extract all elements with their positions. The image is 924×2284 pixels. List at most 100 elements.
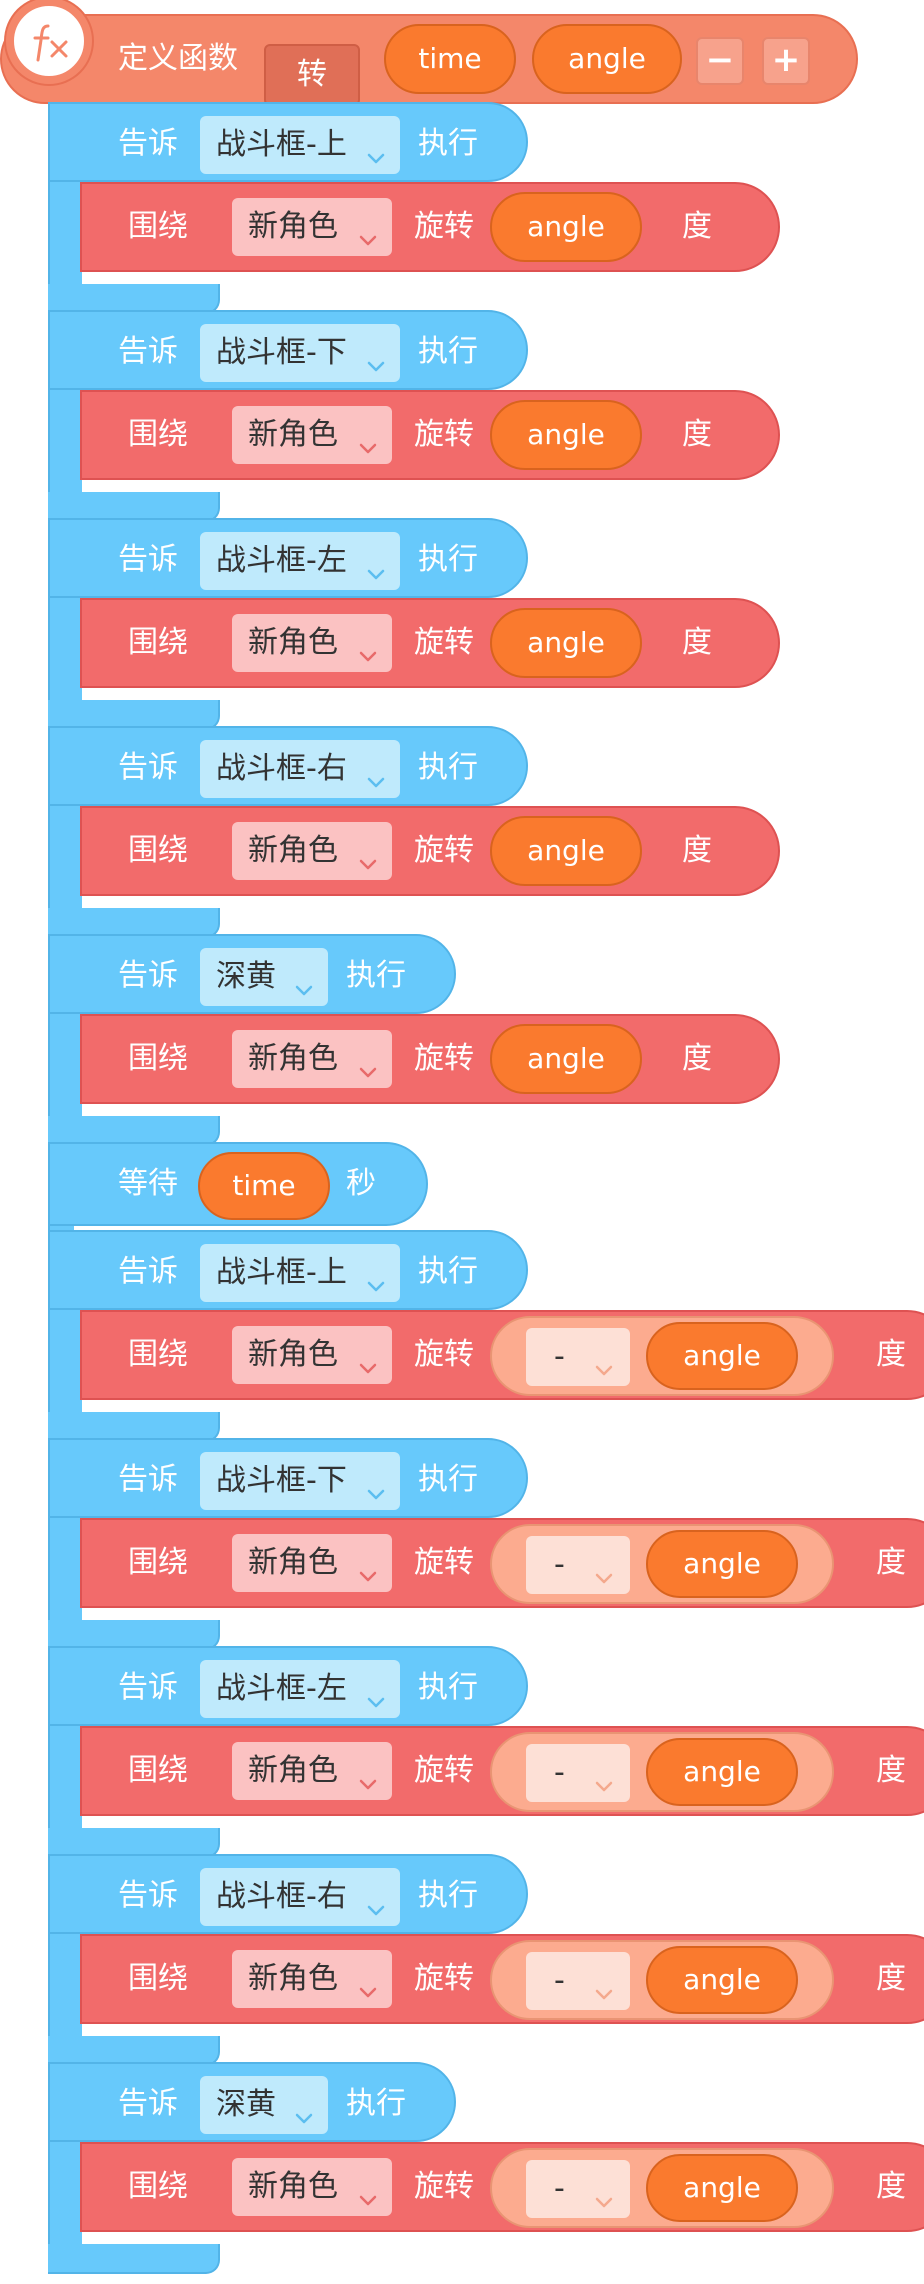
chevron-down-icon bbox=[592, 2176, 616, 2208]
tell-body-spine bbox=[48, 1930, 82, 2040]
tell-body-end bbox=[48, 2244, 220, 2274]
angle-variable[interactable]: angle bbox=[646, 1946, 798, 2014]
operator-dropdown[interactable]: - bbox=[526, 1536, 630, 1594]
around-label: 围绕 bbox=[128, 2169, 188, 2204]
tell-header: 告诉战斗框-下执行 bbox=[48, 1438, 528, 1518]
actor-dropdown[interactable]: 新角色 bbox=[232, 614, 392, 672]
negate-operator-block[interactable]: -angle bbox=[490, 1940, 834, 2020]
tell-target-dropdown[interactable]: 战斗框-右 bbox=[200, 740, 400, 798]
tell-target-dropdown[interactable]: 战斗框-左 bbox=[200, 1660, 400, 1718]
actor-dropdown[interactable]: 新角色 bbox=[232, 1742, 392, 1800]
negate-operator-block[interactable]: -angle bbox=[490, 2148, 834, 2228]
actor-dropdown[interactable]: 新角色 bbox=[232, 198, 392, 256]
angle-variable[interactable]: angle bbox=[646, 1322, 798, 1390]
actor-value: 新角色 bbox=[248, 209, 338, 244]
angle-variable[interactable]: angle bbox=[490, 192, 642, 262]
tell-header: 告诉深黄执行 bbox=[48, 934, 456, 1014]
param-angle[interactable]: angle bbox=[532, 24, 682, 94]
tell-label: 告诉 bbox=[118, 334, 178, 369]
wait-time-var[interactable]: time bbox=[198, 1152, 330, 1220]
tell-header: 告诉战斗框-上执行 bbox=[48, 102, 528, 182]
tell-target-dropdown[interactable]: 战斗框-上 bbox=[200, 116, 400, 174]
tell-body-spine bbox=[48, 1722, 82, 1832]
actor-dropdown[interactable]: 新角色 bbox=[232, 1326, 392, 1384]
actor-dropdown[interactable]: 新角色 bbox=[232, 1534, 392, 1592]
angle-variable[interactable]: angle bbox=[490, 400, 642, 470]
tell-target-dropdown[interactable]: 战斗框-下 bbox=[200, 324, 400, 382]
tell-header: 告诉战斗框-左执行 bbox=[48, 518, 528, 598]
tell-body-spine bbox=[48, 2138, 82, 2248]
angle-variable[interactable]: angle bbox=[490, 608, 642, 678]
negate-operator-block[interactable]: - angle bbox=[490, 1732, 834, 1812]
tell-label: 告诉 bbox=[118, 750, 178, 785]
operator-dropdown[interactable]: - bbox=[526, 1328, 630, 1386]
add-param-button[interactable]: + bbox=[762, 37, 810, 85]
tell-header: 告诉战斗框-下执行 bbox=[48, 310, 528, 390]
actor-dropdown[interactable]: 新角色 bbox=[232, 822, 392, 880]
around-label: 围绕 bbox=[128, 1041, 188, 1076]
param-time[interactable]: time bbox=[384, 24, 516, 94]
chevron-down-icon bbox=[364, 1468, 388, 1500]
negate-operator-block[interactable]: -angle bbox=[490, 1524, 834, 1604]
tell-target-dropdown[interactable]: 战斗框-下 bbox=[200, 1452, 400, 1510]
angle-variable[interactable]: angle bbox=[646, 1738, 798, 1806]
remove-param-button[interactable]: − bbox=[696, 37, 744, 85]
operator-dropdown[interactable]: - bbox=[526, 2160, 630, 2218]
negate-operator-block[interactable]: -angle bbox=[490, 1316, 834, 1396]
chevron-down-icon bbox=[356, 1966, 380, 1998]
exec-label: 执行 bbox=[346, 958, 406, 993]
chevron-down-icon bbox=[592, 1968, 616, 2000]
tell-label: 告诉 bbox=[118, 1670, 178, 1705]
wait-block[interactable]: 等待 time 秒 bbox=[48, 1142, 428, 1226]
tell-target-value: 战斗框-上 bbox=[216, 1255, 347, 1290]
around-label: 围绕 bbox=[128, 1753, 188, 1788]
tell-target-dropdown[interactable]: 深黄 bbox=[200, 948, 328, 1006]
tell-target-value: 战斗框-右 bbox=[216, 1879, 347, 1914]
chevron-down-icon bbox=[356, 1046, 380, 1078]
actor-value: 新角色 bbox=[248, 2169, 338, 2204]
angle-variable[interactable]: angle bbox=[646, 1530, 798, 1598]
actor-dropdown[interactable]: 新角色 bbox=[232, 2158, 392, 2216]
operator-dropdown[interactable]: - bbox=[526, 1952, 630, 2010]
tell-target-dropdown[interactable]: 战斗框-右 bbox=[200, 1868, 400, 1926]
actor-dropdown[interactable]: 新角色 bbox=[232, 406, 392, 464]
operator-dropdown[interactable]: - bbox=[526, 1744, 630, 1802]
tell-target-dropdown[interactable]: 战斗框-左 bbox=[200, 532, 400, 590]
define-function-block[interactable]: 定义函数 转 time angle − + bbox=[0, 14, 858, 106]
tell-target-dropdown[interactable]: 战斗框-上 bbox=[200, 1244, 400, 1302]
actor-dropdown[interactable]: 新角色 bbox=[232, 1950, 392, 2008]
function-name-field[interactable]: 转 bbox=[264, 44, 360, 106]
around-label: 围绕 bbox=[128, 1961, 188, 1996]
operator-value: - bbox=[554, 1755, 565, 1790]
degree-label: 度 bbox=[876, 2169, 906, 2204]
angle-variable[interactable]: angle bbox=[490, 1024, 642, 1094]
tell-target-dropdown[interactable]: 深黄 bbox=[200, 2076, 328, 2134]
angle-variable[interactable]: angle bbox=[646, 2154, 798, 2222]
tell-label: 告诉 bbox=[118, 1462, 178, 1497]
angle-variable[interactable]: angle bbox=[490, 816, 642, 886]
tell-header: 告诉战斗框-左执行 bbox=[48, 1646, 528, 1726]
rotate-label: 旋转 bbox=[414, 625, 474, 660]
tell-target-value: 战斗框-左 bbox=[216, 1671, 347, 1706]
actor-dropdown[interactable]: 新角色 bbox=[232, 1030, 392, 1088]
